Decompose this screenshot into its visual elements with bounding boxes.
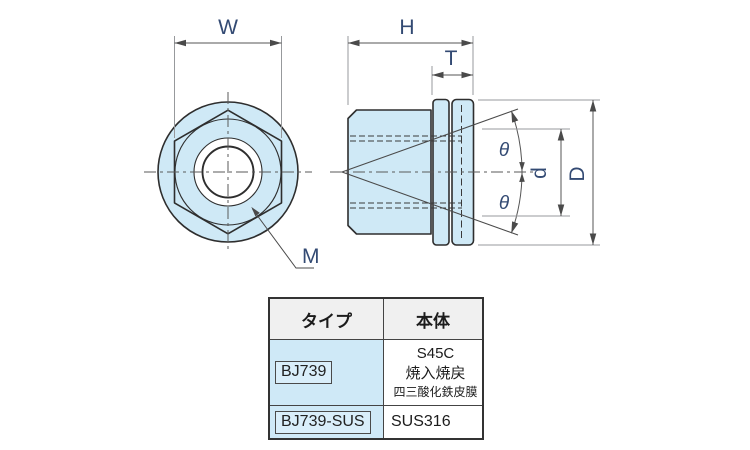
cone-line-upper <box>341 108 519 173</box>
row-bj739-type: BJ739 <box>270 340 384 406</box>
row-bj739sus-type: BJ739-SUS <box>270 406 384 438</box>
theta-upper-label: θ <box>499 140 510 161</box>
front-view: W M <box>144 16 320 269</box>
dd-label: D <box>566 166 589 181</box>
m-leader-arrow <box>251 206 260 217</box>
row-bj739-body: S45C 焼入焼戻 四三酸化鉄皮膜 <box>384 340 482 406</box>
part-number-bj739[interactable]: BJ739 <box>275 361 333 384</box>
part-number-bj739-sus[interactable]: BJ739-SUS <box>275 410 371 434</box>
header-body-label: 本体 <box>416 311 450 331</box>
theta-lower-label: θ <box>499 193 510 214</box>
header-body: 本体 <box>384 299 482 340</box>
theta-arrow-upper <box>519 162 525 172</box>
d-label: d <box>528 167 551 179</box>
m-leader-line <box>252 208 314 269</box>
sus-material-line: SUS316 <box>391 413 451 430</box>
w-label: W <box>218 16 238 39</box>
header-type-label: タイプ <box>301 311 352 331</box>
header-type: タイプ <box>270 299 384 340</box>
coating-line: 四三酸化鉄皮膜 <box>393 385 478 399</box>
spec-table: タイプ 本体 BJ739 S45C 焼入焼戻 四三酸化鉄皮膜 BJ739-SUS… <box>268 297 484 440</box>
m-label: M <box>302 245 320 268</box>
treatment-line: 焼入焼戻 <box>405 365 466 382</box>
h-label: H <box>399 16 414 39</box>
t-label: T <box>445 47 458 70</box>
side-view: H T θ θ d D <box>330 16 600 246</box>
material-line: S45C <box>416 345 455 362</box>
theta-arc <box>510 110 523 234</box>
theta-arrow-lower <box>519 172 525 182</box>
row-bj739sus-body: SUS316 <box>384 406 482 438</box>
cone-line-lower <box>341 171 519 236</box>
